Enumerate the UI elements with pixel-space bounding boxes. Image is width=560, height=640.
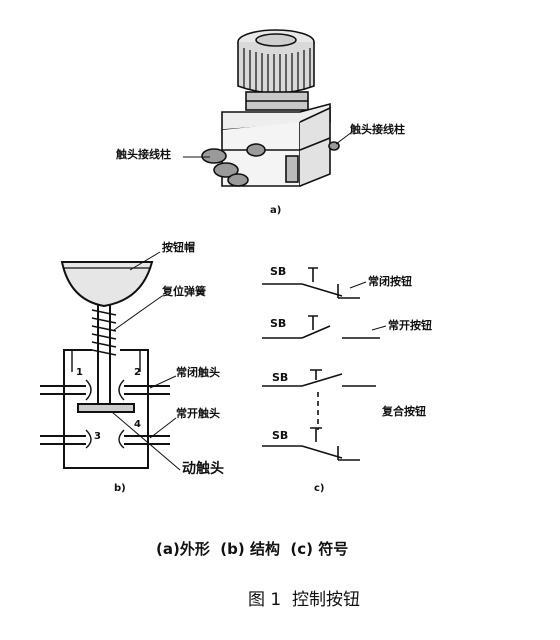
symbol-sb-nc: SB [270,265,287,278]
cap-shape [60,261,154,308]
spring [91,309,117,356]
sublabel-c: c) [314,483,325,494]
screw-terminals [201,141,340,187]
no-symbol [262,315,380,339]
knurl-lines [243,48,311,94]
label-terminal-right: 触头接线柱 [350,123,405,136]
label-combo-button: 复合按钮 [382,405,426,418]
cap-inner [255,33,297,47]
symbol-sb-combo-top: SB [272,371,289,384]
terminal-2: 2 [134,367,141,378]
terminal-4: 4 [134,419,141,430]
figure-caption: (a)外形 (b) 结构 (c) 符号 [156,540,349,558]
leader-right [335,131,353,145]
leader-spring [113,295,163,331]
leader-c-no [371,325,387,331]
symbol-sb-combo-bottom: SB [272,429,289,442]
terminal-1: 1 [76,367,83,378]
label-nc-contact: 常闭触头 [176,366,220,379]
leader-nc [149,375,177,389]
sublabel-b: b) [114,483,126,494]
moving-contact [77,403,135,413]
structure-diagram [40,251,181,471]
base-side [299,106,331,187]
sublabel-a: a) [270,205,282,216]
leader-cap [129,251,161,271]
symbol-sb-no: SB [270,317,287,330]
label-nc-button: 常闭按钮 [368,275,412,288]
slot [285,155,299,183]
label-no-contact: 常开触头 [176,407,220,420]
button-photo [183,29,353,187]
leader-no [149,417,177,439]
symbol-diagram [262,267,387,461]
label-button-cap: 按钮帽 [162,241,195,254]
leader-c-nc [349,281,367,289]
label-moving-contact: 动触头 [182,461,224,477]
label-return-spring: 复位弹簧 [162,285,206,298]
label-no-button: 常开按钮 [388,319,432,332]
terminal-3: 3 [94,431,101,442]
figure-title: 图 1 控制按钮 [248,590,361,610]
nc-symbol [262,267,360,299]
combo-symbol [262,369,376,461]
leader-moving [111,411,181,471]
label-terminal-left: 触头接线柱 [116,148,171,161]
